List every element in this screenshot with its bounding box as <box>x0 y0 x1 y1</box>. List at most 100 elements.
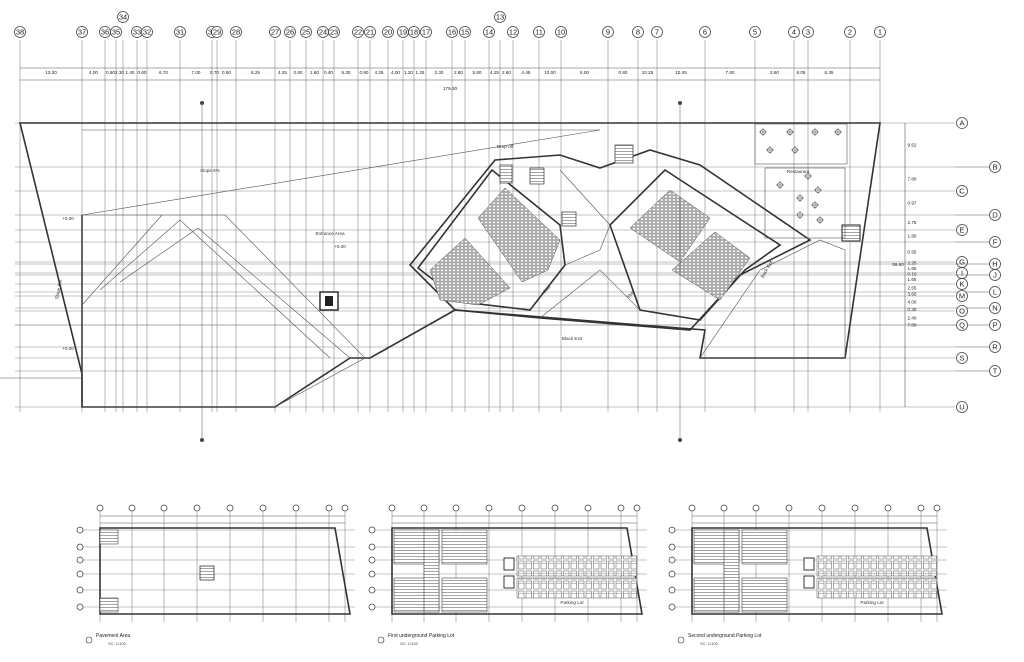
landscape-diagonal-2 <box>99 219 331 359</box>
parking-stalls-row-2 <box>816 577 938 599</box>
axis-label-col-14: 14 <box>485 28 493 37</box>
top-dimension: 4.25 <box>490 70 499 75</box>
axis-bubble-col-37: 37 <box>76 26 88 38</box>
right-dimension-labels: 9.527.800.972.751.800.552.251.650.101.65… <box>908 143 917 328</box>
mini-plan-outline <box>99 527 351 615</box>
axis-bubble-row-G: G <box>956 256 968 268</box>
axis-bubble-col-26: 26 <box>284 26 296 38</box>
restaurant-furniture <box>759 128 842 224</box>
mini-axis-bubble <box>668 543 676 551</box>
axis-bubble-col-21: 21 <box>364 26 376 38</box>
mini-plan-scale: SC: 1/100 <box>400 641 419 646</box>
mini-axis-bubble <box>160 504 168 512</box>
axis-label-row-I: I <box>961 269 963 278</box>
table-set <box>776 181 784 189</box>
mini-axis-bubble <box>292 504 300 512</box>
axis-label-col-15: 15 <box>461 28 469 37</box>
axis-bubble-col-20: 20 <box>382 26 394 38</box>
right-dimension: 0.10 <box>908 272 917 277</box>
right-dimension: 0.30 <box>908 307 917 312</box>
axis-bubble-row-U: U <box>956 401 968 413</box>
table-set <box>834 128 842 136</box>
dining-room <box>764 167 846 239</box>
top-dimension: 3.60 <box>770 70 779 75</box>
right-dimension: 1.80 <box>908 234 917 239</box>
axis-label-col-22: 22 <box>354 28 362 37</box>
top-dimension: 8.05 <box>797 70 806 75</box>
axis-label-col-20: 20 <box>384 28 392 37</box>
axis-label-row-F: F <box>993 238 998 247</box>
mini-axis-bubble <box>668 586 676 594</box>
parking-lot-label: Parking Lot <box>560 600 584 605</box>
mini-axis-bubble <box>851 504 859 512</box>
table-set <box>804 172 812 180</box>
table-set <box>796 194 804 202</box>
axis-label-col-16: 16 <box>448 28 456 37</box>
axis-label-row-G: G <box>959 258 965 267</box>
entrance-label: Entrance Area <box>315 231 345 236</box>
axis-bubble-col-31: 31 <box>174 26 186 38</box>
axis-bubble-col-27: 27 <box>269 26 281 38</box>
axis-bubble-col-22: 22 <box>352 26 364 38</box>
axis-bubble-row-K: K <box>956 278 968 290</box>
right-dimension: 7.80 <box>908 177 917 182</box>
mini-axis-bubble <box>420 504 428 512</box>
axis-bubble-row-I: I <box>956 267 968 279</box>
elevator-cab <box>325 296 333 306</box>
mini-axis-bubble <box>785 504 793 512</box>
right-dimension: 0.55 <box>908 250 917 255</box>
axis-label-col-21: 21 <box>366 28 374 37</box>
restaurant-room <box>754 123 848 165</box>
mini-axis-bubble <box>668 526 676 534</box>
axis-bubble-col-7: 7 <box>651 26 663 38</box>
table-set <box>786 128 794 136</box>
mini-axis-bubble <box>368 603 376 611</box>
mini-axis-bubble <box>551 504 559 512</box>
axis-bubble-col-38: 38 <box>14 26 26 38</box>
axis-bubble-col-33: 33 <box>131 26 143 38</box>
stair-core-4 <box>561 211 577 227</box>
axis-label-col-34: 34 <box>119 13 127 22</box>
table-set <box>816 216 824 224</box>
table-set <box>759 128 767 136</box>
axis-label-row-K: K <box>959 280 964 289</box>
top-dimension: 2.80 <box>454 70 463 75</box>
axis-bubble-row-Q: Q <box>956 319 968 331</box>
axis-label-col-13: 13 <box>496 13 504 22</box>
right-dimension: 2.75 <box>908 220 917 225</box>
mini-axis-bubble <box>76 603 84 611</box>
axis-bubble-col-3: 3 <box>802 26 814 38</box>
right-dimension: 0.97 <box>908 201 917 206</box>
axis-bubble-col-4: 4 <box>788 26 800 38</box>
overall-dimension: 179.30 <box>443 86 457 91</box>
axis-bubble-col-15: 15 <box>459 26 471 38</box>
landscape-diagonal-1 <box>81 214 163 306</box>
top-dimension: 6.00 <box>580 70 589 75</box>
axis-label-col-18: 18 <box>410 28 418 37</box>
axis-label-row-L: L <box>993 288 997 297</box>
axis-bubble-col-5: 5 <box>749 26 761 38</box>
right-total-dimension: 59.60 <box>892 262 904 267</box>
axis-bubble-col-6: 6 <box>699 26 711 38</box>
axis-bubble-row-S: S <box>956 352 968 364</box>
mini-plan-title: First underground Parking Lot <box>388 633 455 639</box>
mini-axis-bubble <box>452 504 460 512</box>
parking-stalls-row-2 <box>516 577 638 599</box>
axis-label-col-23: 23 <box>330 28 338 37</box>
seating-block-left-a <box>429 237 511 306</box>
mini-axis-bubble <box>76 556 84 564</box>
axis-bubble-row-C: C <box>956 185 968 197</box>
axis-bubble-row-H: H <box>955 258 1001 270</box>
axis-bubble-col-17: 17 <box>420 26 432 38</box>
axis-label-col-26: 26 <box>286 28 294 37</box>
top-dimension: 3.30 <box>435 70 444 75</box>
top-dimension: 5.30 <box>342 70 351 75</box>
top-dimension: 1.60 <box>310 70 319 75</box>
north-arrow-icon <box>85 636 93 644</box>
central-corridor <box>559 169 611 266</box>
drop-off-label: Drop off <box>497 144 514 149</box>
mini-axis-bubble <box>933 504 941 512</box>
axis-label-row-T: T <box>993 367 998 376</box>
mini-axis-bubble <box>368 586 376 594</box>
